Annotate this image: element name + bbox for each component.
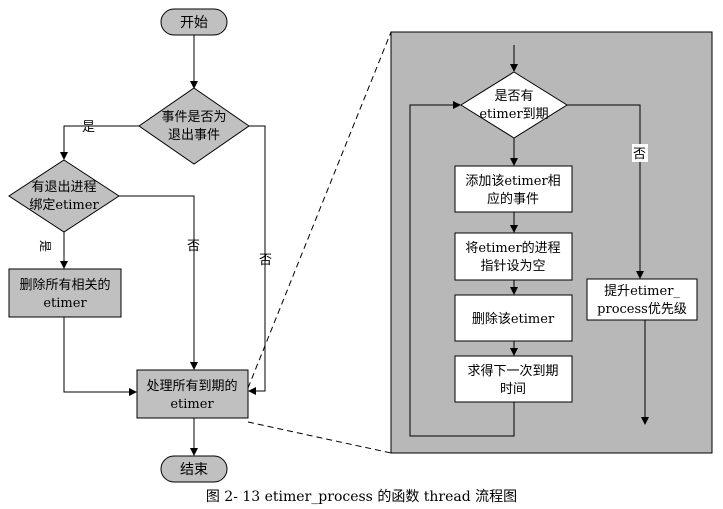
bound-label-1: 有退出进程 — [31, 180, 96, 195]
expired-label-1: 是否有 — [494, 89, 533, 104]
process-all-box — [136, 369, 249, 419]
set-null-label-2: 指针设为空 — [480, 259, 545, 274]
raise-priority-label-2: process优先级 — [597, 302, 687, 317]
end-terminal — [160, 455, 228, 483]
edge-label-no-exit: 否 — [259, 253, 272, 268]
next-time-label-2: 时间 — [500, 382, 526, 397]
exit-event-label-1: 事件是否为 — [161, 110, 226, 125]
next-time-box — [454, 355, 573, 403]
edge-loop-back — [409, 101, 515, 437]
raise-priority-box — [586, 278, 698, 321]
edge-label-no-expired: 否 — [633, 147, 646, 162]
edge-label-no-bound: 否 — [187, 239, 200, 254]
process-all-label-1: 处理所有到期的 — [146, 378, 237, 394]
process-all-label-2: etimer — [170, 397, 214, 412]
add-event-label-1: 添加该etimer相 — [465, 174, 560, 189]
edge-label-yes-2: 是 — [38, 240, 52, 252]
end-label: 结束 — [180, 462, 208, 478]
add-event-box — [454, 165, 573, 213]
edge-label-no-expired-bg — [632, 144, 648, 162]
delete-all-label-1: 删除所有相关的 — [19, 277, 110, 293]
bound-decision — [8, 159, 120, 233]
zoom-connector-top — [247, 31, 392, 389]
zoom-connector-bottom — [247, 421, 392, 454]
set-null-label-1: 将etimer的进程 — [465, 240, 560, 256]
figure-caption: 图 2- 13 etimer_process 的函数 thread 流程图 — [205, 489, 518, 505]
set-null-box — [454, 232, 573, 281]
bound-label-2: 绑定etimer — [29, 198, 99, 213]
add-event-label-2: 应的事件 — [487, 191, 539, 207]
edge-label-yes-1: 是 — [82, 120, 95, 135]
start-label: 开始 — [180, 15, 208, 31]
next-time-label-1: 求得下一次到期 — [467, 363, 558, 379]
edge-bound-no — [119, 195, 198, 370]
exit-event-label-2: 退出事件 — [168, 128, 220, 143]
exit-event-decision — [138, 87, 250, 165]
delete-one-label: 删除该etimer — [472, 312, 555, 327]
delete-all-box — [8, 268, 122, 318]
edge-exit-yes — [60, 125, 139, 160]
raise-priority-label-1: 提升etimer_ — [604, 283, 680, 299]
expired-label-2: etimer到期 — [479, 107, 548, 122]
edge-delete-to-process — [63, 317, 137, 396]
delete-all-label-2: etimer — [43, 296, 87, 311]
edge-expired-no — [567, 104, 644, 279]
edge-exit-no — [248, 125, 266, 395]
